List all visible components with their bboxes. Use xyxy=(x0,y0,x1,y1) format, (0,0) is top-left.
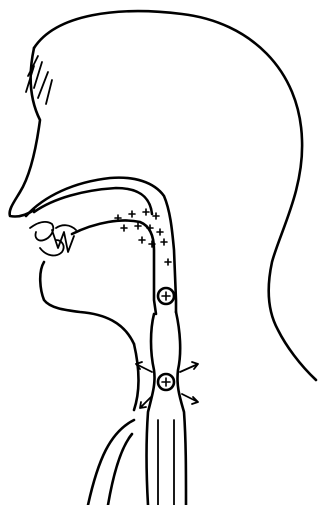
charge-plus-sign xyxy=(162,292,170,300)
hair-tuft xyxy=(26,56,52,104)
arrow-lower-right xyxy=(182,394,198,404)
head-outline xyxy=(34,11,316,380)
arrow-upper-right xyxy=(180,362,198,372)
neck-front xyxy=(134,344,139,410)
tongue-surface xyxy=(72,221,156,315)
plus-particle xyxy=(165,259,171,265)
plus-particle xyxy=(139,237,145,243)
plus-particle xyxy=(153,213,159,219)
charge-group xyxy=(158,288,174,390)
trachea-inner-line xyxy=(158,420,174,505)
charge-plus-sign xyxy=(162,378,170,386)
plus-particle xyxy=(157,229,163,235)
emission-arrows xyxy=(136,362,198,408)
hard-palate xyxy=(34,188,152,214)
chest-outer-inner xyxy=(108,434,132,505)
particle-group xyxy=(115,209,171,265)
chin-outline xyxy=(40,262,134,344)
plus-particle xyxy=(135,223,141,229)
plus-particle xyxy=(143,209,149,215)
face-profile xyxy=(10,48,40,217)
plus-particle xyxy=(129,211,135,217)
plus-particle xyxy=(161,239,167,245)
trachea-left-wall xyxy=(147,314,155,505)
trachea-right-wall xyxy=(176,312,186,505)
plus-particle xyxy=(121,225,127,231)
upper-lip xyxy=(30,222,53,241)
